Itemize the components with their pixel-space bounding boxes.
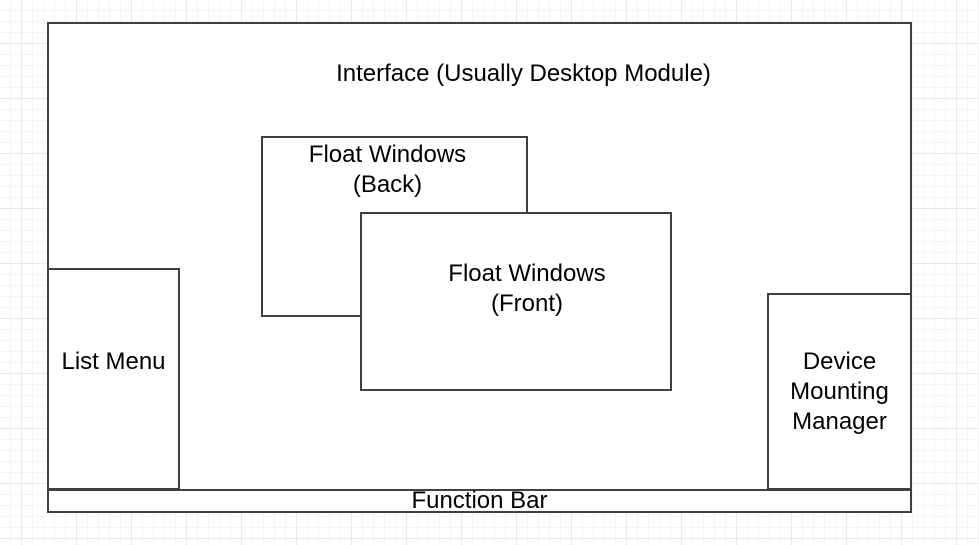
float-window-back-label: Float Windows (Back) bbox=[308, 141, 467, 198]
function-bar-box: Function Bar bbox=[47, 489, 912, 513]
list-menu-box: List Menu bbox=[47, 268, 180, 490]
device-mounting-manager-box: Device Mounting Manager bbox=[767, 293, 912, 490]
interface-label: Interface (Usually Desktop Module) bbox=[336, 60, 711, 87]
list-menu-label: List Menu bbox=[61, 348, 166, 375]
float-window-front-box: Float Windows (Front) bbox=[360, 212, 672, 391]
float-window-front-label: Float Windows (Front) bbox=[448, 260, 606, 317]
